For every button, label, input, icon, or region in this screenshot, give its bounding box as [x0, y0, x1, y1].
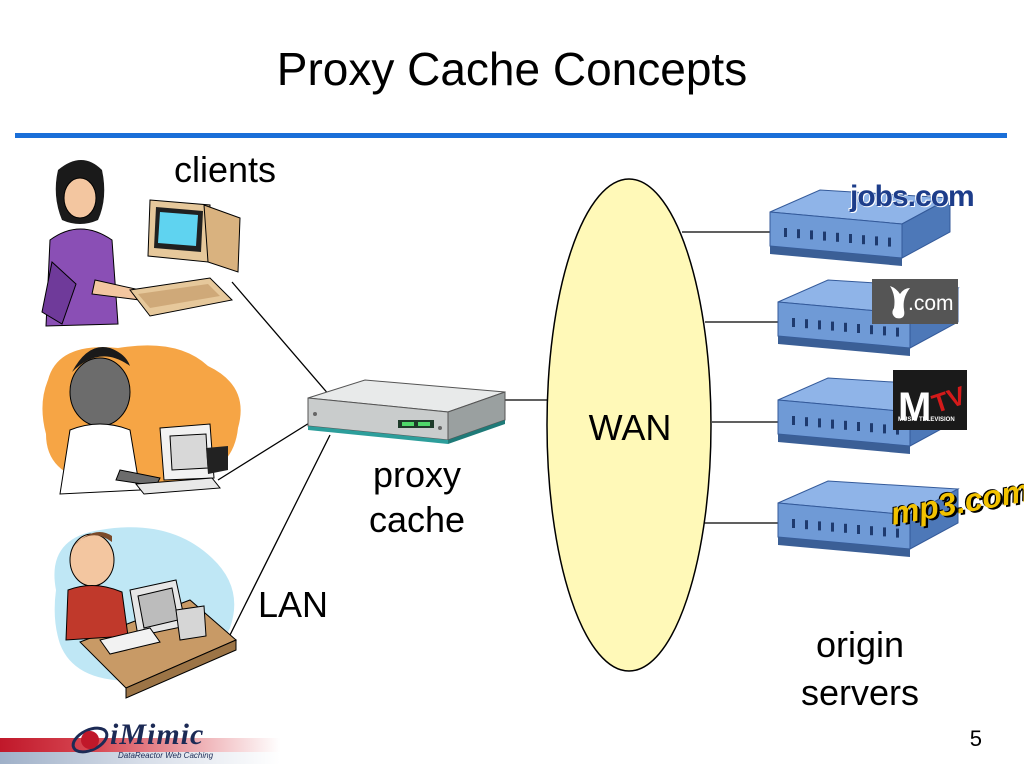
server-vent-slot	[818, 320, 821, 330]
lan-link-client-2	[217, 414, 323, 481]
footer-accent-bar	[0, 738, 280, 752]
proxy-label-line2: cache	[368, 499, 466, 540]
wan-cloud	[546, 178, 712, 672]
server-vent-slot	[784, 228, 787, 237]
wan-label: WAN	[588, 407, 672, 448]
page-number: 5	[969, 726, 982, 751]
server-vent-slot	[810, 230, 813, 240]
server-vent-slot	[805, 417, 808, 427]
client-boy-computer-icon	[42, 345, 241, 495]
server-vent-slot	[844, 523, 847, 533]
server-vent-slot	[849, 234, 852, 243]
imimic-logo: iMimic DataReactor Web Caching	[68, 718, 278, 762]
server-mp3-icon	[777, 480, 960, 557]
client-man-computer-icon	[54, 527, 237, 699]
server-vent-slot	[896, 327, 899, 337]
server-vent-slot	[857, 324, 860, 333]
logo-tagline: DataReactor Web Caching	[118, 751, 214, 760]
clients-label: clients	[173, 149, 277, 190]
server-vent-slot	[797, 229, 800, 239]
server-vent-slot	[792, 519, 795, 528]
origin-label-line1: origin	[815, 624, 905, 665]
logo-name: iMimic	[110, 718, 205, 751]
proxy-cache-icon	[307, 379, 506, 444]
server-vent-slot	[805, 319, 808, 329]
server-vent-slot	[888, 237, 891, 247]
server-vent-slot	[875, 236, 878, 246]
mtv-m-icon: M	[898, 385, 931, 429]
server-vent-slot	[883, 424, 886, 434]
server-vent-slot	[844, 420, 847, 430]
server-vent-slot	[870, 526, 873, 536]
client-woman-computer-icon	[41, 158, 241, 327]
server-vent-slot	[857, 525, 860, 534]
server-vent-slot	[831, 321, 834, 331]
mtv-brand-label: MUSIC TELEVISION	[898, 417, 955, 423]
jobs-brand-label: jobs.com	[850, 180, 975, 213]
footer-accent-bar-2	[0, 752, 280, 764]
playboy-badge	[872, 279, 958, 324]
playboy-brand-label: .com	[908, 292, 954, 315]
server-vent-slot	[831, 419, 834, 429]
bunny-icon	[890, 286, 910, 319]
server-vent-slot	[818, 418, 821, 428]
server-vent-slot	[857, 422, 860, 431]
server-vent-slot	[792, 416, 795, 425]
server-vent-slot	[870, 423, 873, 433]
title-rule	[15, 133, 1007, 138]
lan-label: LAN	[257, 584, 329, 625]
server-vent-slot	[883, 326, 886, 336]
server-vent-slot	[870, 325, 873, 335]
server-vent-slot	[883, 527, 886, 537]
server-vent-slot	[844, 322, 847, 332]
lan-link-client-3	[229, 434, 331, 636]
origin-label-line2: servers	[800, 672, 920, 713]
server-vent-slot	[896, 528, 899, 538]
server-vent-slot	[792, 318, 795, 327]
server-vent-slot	[896, 425, 899, 435]
server-vent-slot	[862, 235, 865, 245]
lan-link-client-1	[231, 281, 331, 397]
server-vents	[784, 228, 899, 538]
logo-swirl-icon	[71, 726, 109, 754]
mtv-badge	[893, 370, 967, 430]
server-vent-slot	[831, 522, 834, 532]
server-vent-slot	[818, 521, 821, 531]
slide-title: Proxy Cache Concepts	[276, 43, 748, 95]
proxy-label-line1: proxy	[372, 454, 462, 495]
server-vent-slot	[805, 520, 808, 530]
server-vent-slot	[836, 232, 839, 242]
server-vent-slot	[823, 231, 826, 241]
